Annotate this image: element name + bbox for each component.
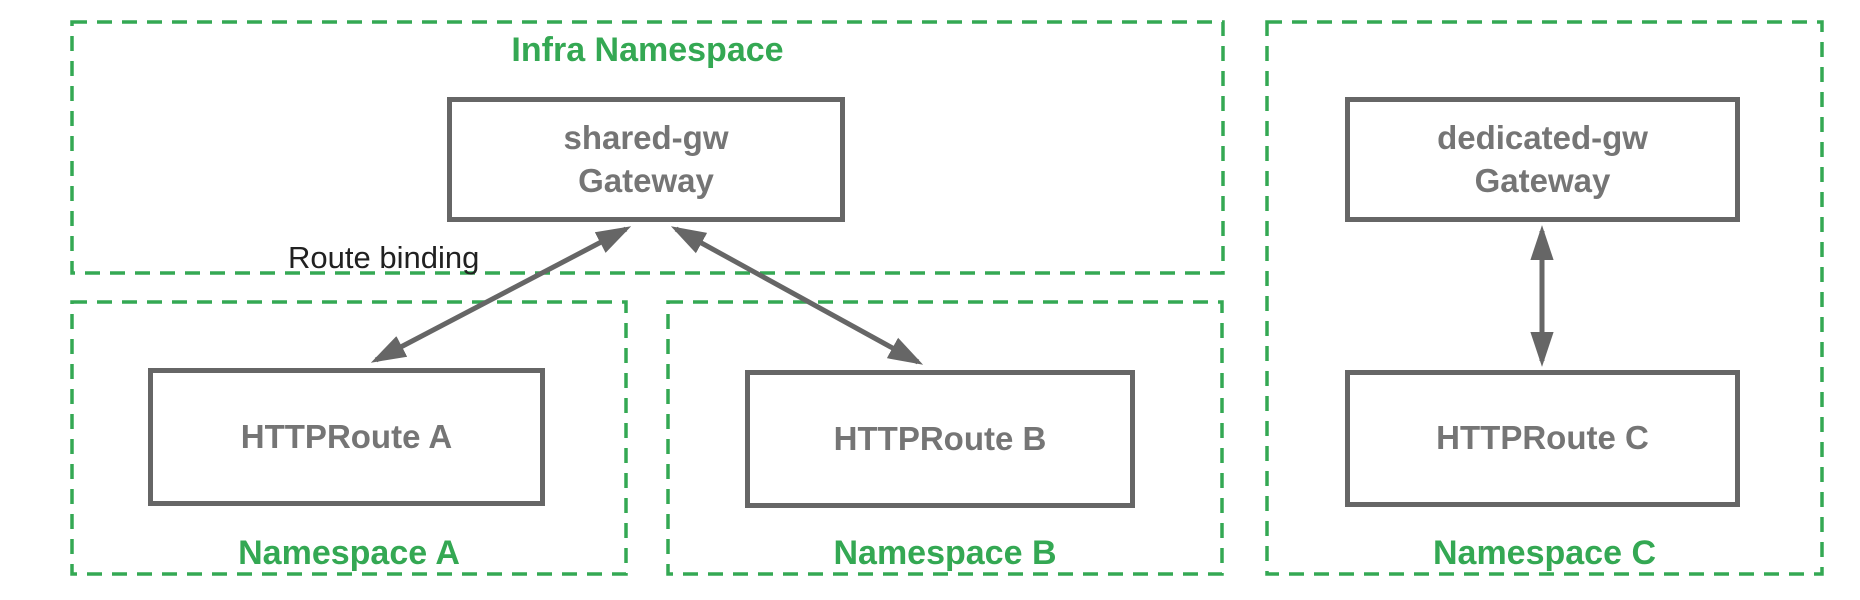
httproute-c-node: HTTPRoute C: [1345, 370, 1740, 507]
namespace-b-boundary: [666, 300, 1224, 576]
shared-gw-kind: Gateway: [578, 161, 714, 199]
namespace-a-boundary: [70, 300, 628, 576]
route-binding-annotation: Route binding: [288, 240, 480, 275]
namespace-a-label: Namespace A: [238, 534, 460, 572]
namespace-c-boundary: [1265, 20, 1824, 576]
infra-namespace-boundary: [70, 20, 1225, 275]
namespace-b-label: Namespace B: [833, 534, 1057, 572]
dedicated-gw-name: dedicated-gw: [1437, 119, 1648, 157]
route-a-binding-arrow: [370, 226, 632, 363]
dedicated-gw-kind: Gateway: [1474, 161, 1611, 199]
infra-namespace-label: Infra Namespace: [511, 31, 784, 69]
httproute-b-node: HTTPRoute B: [745, 370, 1135, 508]
route-b-binding-arrow: [670, 226, 924, 365]
shared-gw-name: shared-gw: [563, 119, 729, 157]
namespace-c-label: Namespace C: [1432, 534, 1656, 572]
dedicated-gw-gateway-node: dedicated-gw Gateway: [1345, 97, 1740, 222]
shared-gw-gateway-node: shared-gw Gateway: [447, 97, 845, 222]
httproute-a-node: HTTPRoute A: [148, 368, 545, 506]
